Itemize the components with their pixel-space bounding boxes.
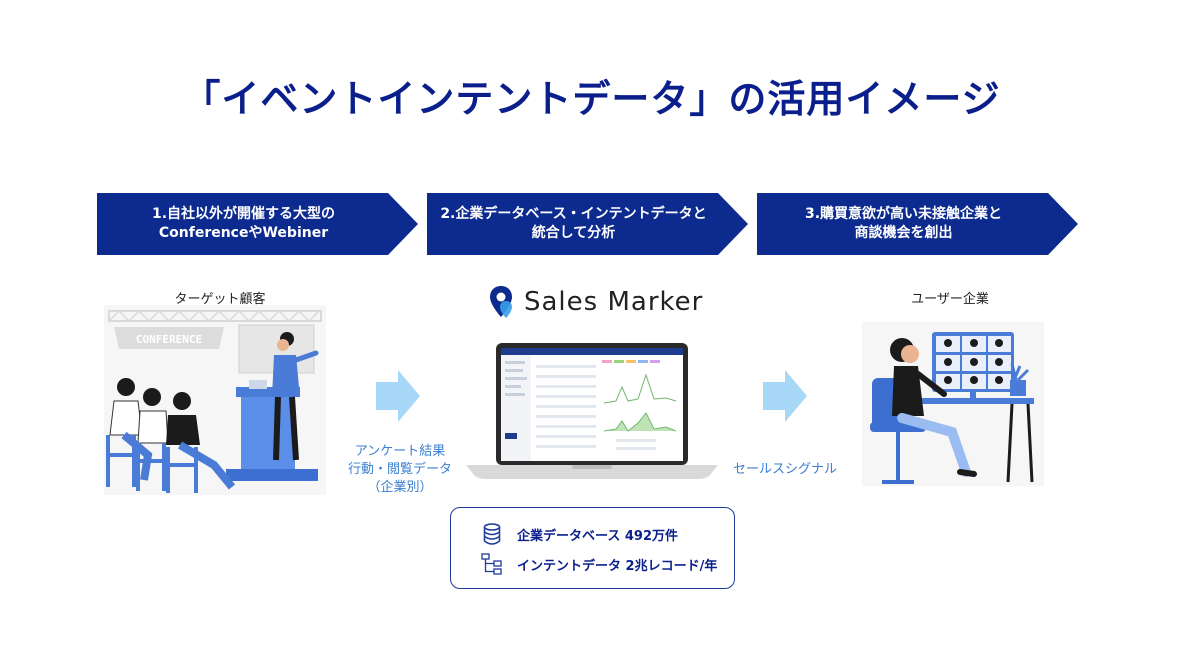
- flow-left-line3: （企業別）: [367, 480, 433, 495]
- step-3-line2: 商談機会を創出: [854, 225, 953, 241]
- hierarchy-icon: [481, 553, 503, 575]
- info-row1-text: 企業データベース 492万件: [517, 528, 679, 544]
- step-1-line1: 1.自社以外が開催する大型の: [151, 206, 336, 222]
- flow-left-line2: 行動・閲覧データ: [347, 462, 452, 477]
- database-icon: [481, 523, 503, 545]
- step-3-line1: 3.購買意欲が高い未接触企業と: [804, 206, 1003, 222]
- video-meeting-illustration: [862, 322, 1044, 486]
- step-2-banner: 2.企業データベース・インテントデータと 統合して分析: [427, 193, 748, 255]
- step-2-line2: 統合して分析: [531, 225, 616, 241]
- step-3-banner: 3.購買意欲が高い未接触企業と 商談機会を創出: [757, 193, 1078, 255]
- page-title: 「イベントインテントデータ」の活用イメージ: [182, 77, 1001, 121]
- brand-name: Sales Marker: [524, 287, 704, 317]
- info-row2-text: インテントデータ 2兆レコード/年: [517, 558, 718, 574]
- user-company-caption: ユーザー企業: [911, 292, 989, 307]
- map-pin-icon: [490, 286, 512, 318]
- info-row-database: 企業データベース 492万件: [481, 523, 678, 545]
- conference-illustration: CONFERENCE: [104, 305, 326, 495]
- conference-banner-text: CONFERENCE: [136, 333, 202, 346]
- flow-label-right: セールスシグナル: [732, 462, 837, 477]
- info-row-intent: インテントデータ 2兆レコード/年: [481, 553, 717, 575]
- flow-arrow-right-icon: [763, 370, 807, 422]
- step-1-line2: ConferenceやWebiner: [158, 225, 329, 241]
- database-info-box: 企業データベース 492万件 インテントデータ 2兆レコード/年: [450, 507, 735, 589]
- target-customer-caption: ターゲット顧客: [174, 292, 266, 307]
- flow-arrow-left-icon: [376, 370, 420, 422]
- sales-marker-brand: Sales Marker: [488, 285, 703, 319]
- flow-label-left: アンケート結果 行動・閲覧データ （企業別）: [340, 443, 460, 497]
- laptop-dashboard-illustration: [466, 343, 718, 479]
- step-1-banner: 1.自社以外が開催する大型の ConferenceやWebiner: [97, 193, 418, 255]
- step-2-line1: 2.企業データベース・インテントデータと: [440, 206, 707, 222]
- flow-left-line1: アンケート結果: [354, 444, 446, 459]
